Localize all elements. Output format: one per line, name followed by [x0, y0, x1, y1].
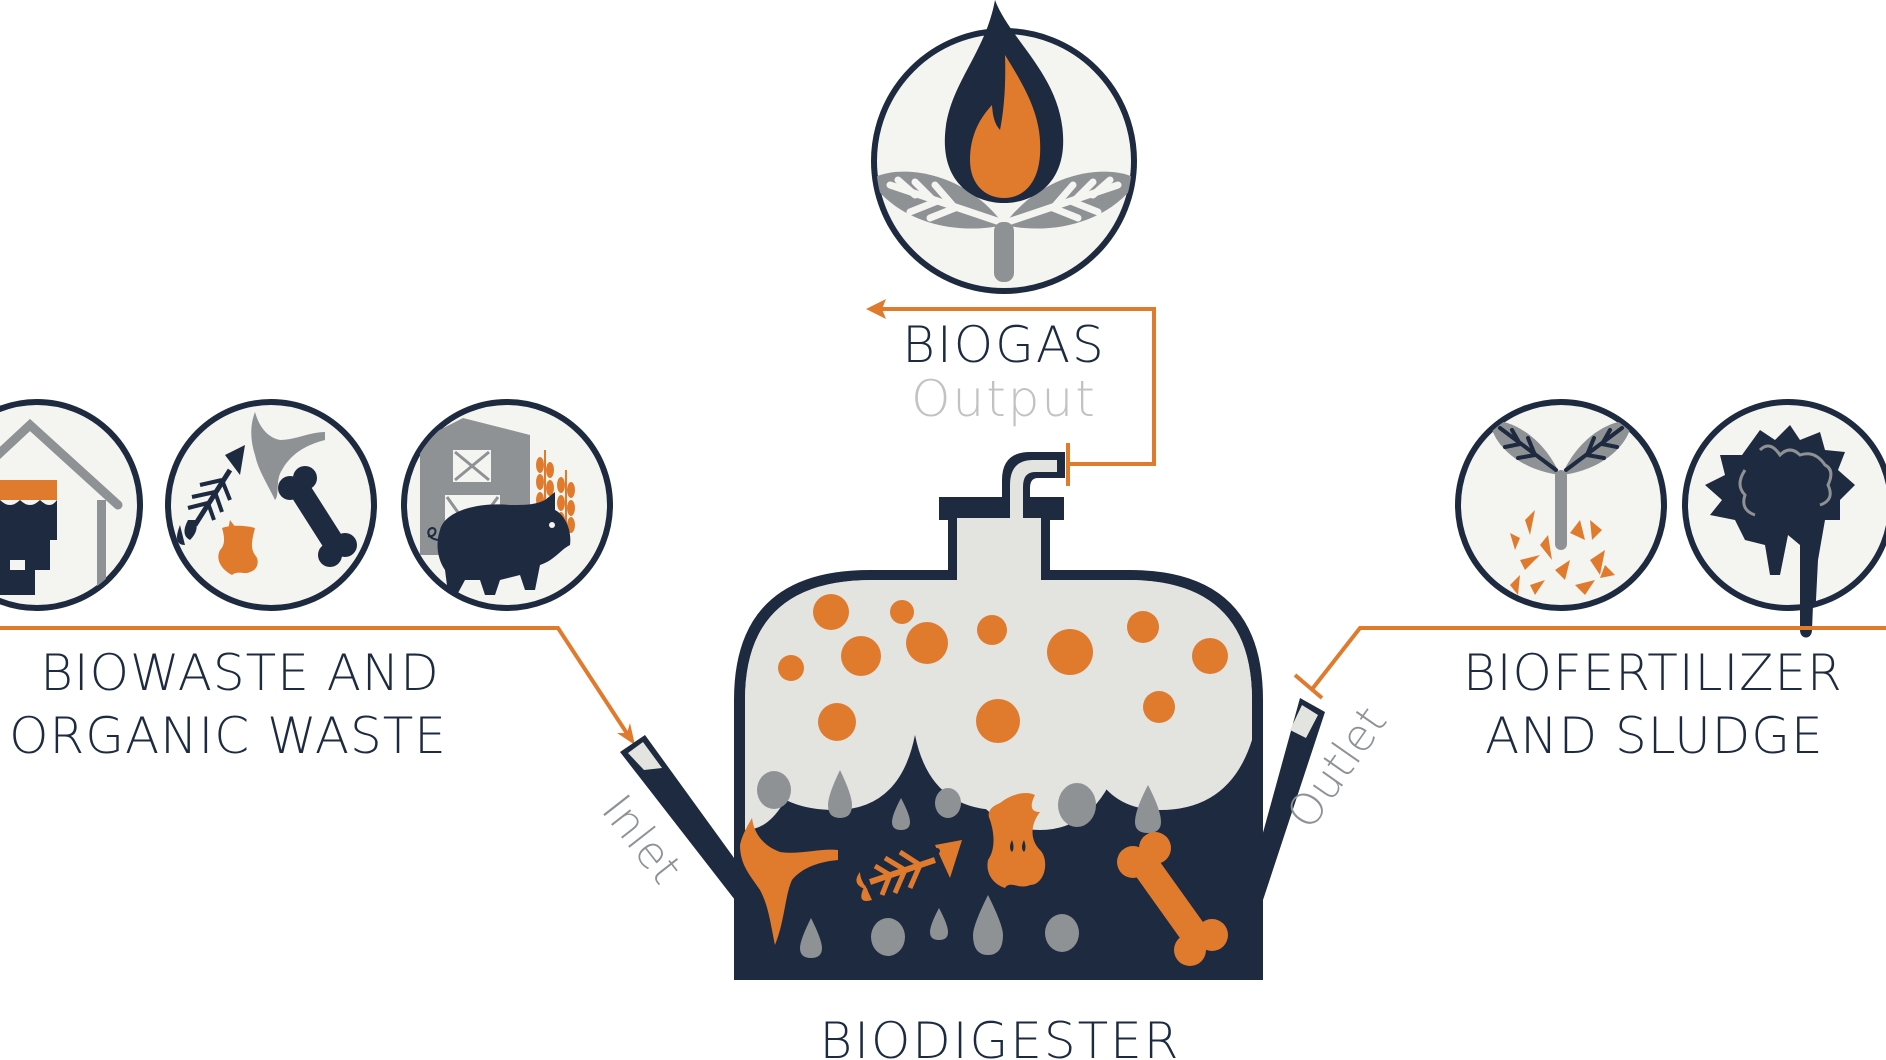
input-title-line2: ORGANIC WASTE: [9, 707, 447, 765]
inlet-pipe: [620, 735, 750, 900]
biogas-title: BIOGAS: [902, 316, 1106, 374]
inlet-arrowhead-icon: [617, 723, 635, 745]
input-icon-barn-pig: [401, 399, 613, 611]
biogas-icon: [871, 0, 1137, 294]
gas-bubbles: [778, 594, 1228, 743]
leaves-icon: [876, 171, 1132, 282]
output-title-line2: AND SLUDGE: [1485, 707, 1824, 765]
output-line: [1293, 626, 1886, 700]
organic-waste-items: [740, 792, 1228, 966]
input-title-line1: BIOWASTE AND: [40, 644, 440, 702]
biogas-output-line: [875, 307, 1156, 486]
input-line: [0, 626, 630, 737]
output-icon-sludge: [1682, 399, 1886, 638]
flame-icon: [970, 55, 1041, 198]
input-icon-house: [0, 399, 143, 611]
input-icon-food-scraps: [165, 399, 377, 611]
biogas-arrowhead-icon: [866, 299, 886, 319]
biodigester-tank: [620, 452, 1325, 980]
liquid-droplets: [757, 770, 1161, 958]
biogas-subtitle: Output: [911, 370, 1097, 428]
output-title-line1: BIOFERTILIZER: [1463, 644, 1843, 702]
digester-title: BIODIGESTER: [819, 1012, 1180, 1060]
output-icon-sprout: [1455, 399, 1667, 611]
outlet-pipe: [1250, 698, 1325, 900]
